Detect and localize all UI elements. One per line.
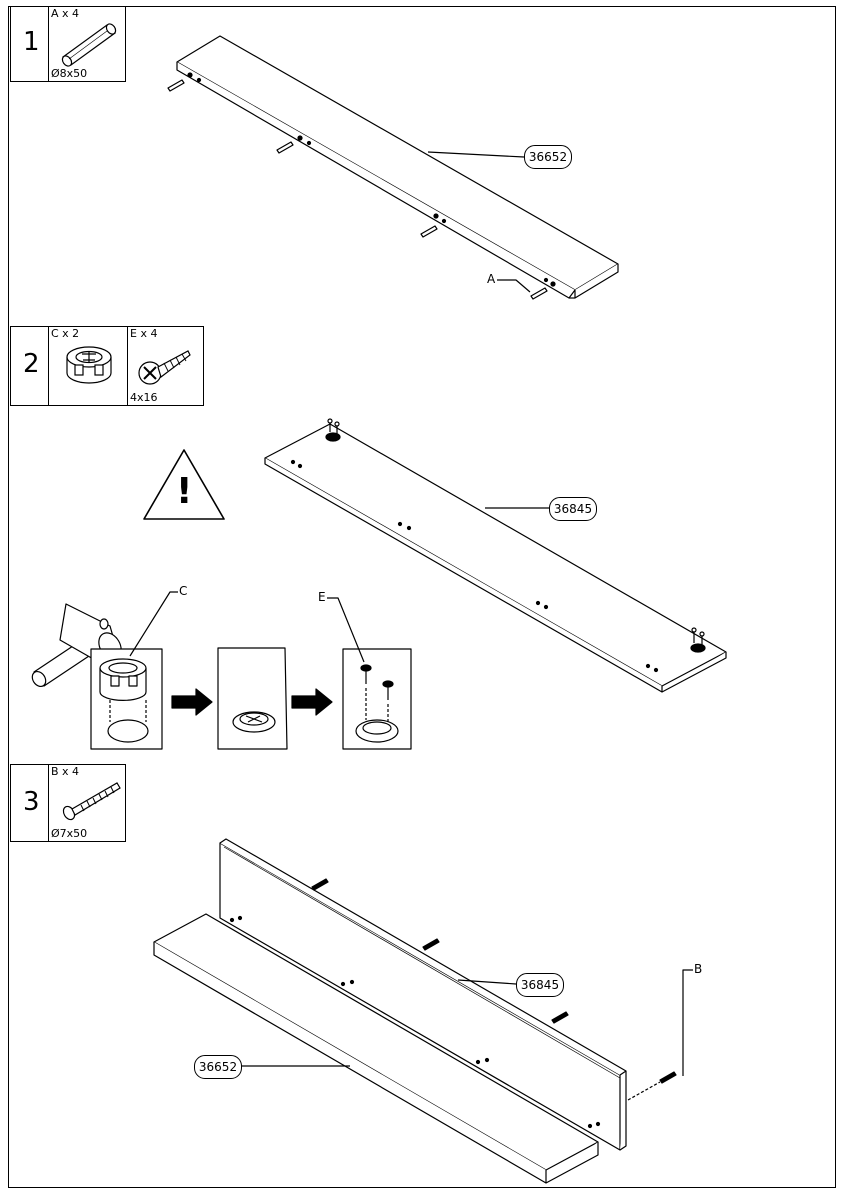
callout-step3-back-panel-text: 36845: [520, 978, 560, 992]
callout-step2-cam: C: [179, 584, 188, 598]
part-e-qty: E x 4: [130, 327, 158, 340]
step-2-header: 2 C x 2 E x 4 4x16: [10, 326, 204, 406]
callout-step1-panel: 36652: [524, 145, 572, 169]
step-3-header: 3 B x 4 Ø7x50: [10, 764, 126, 842]
cam-lock-icon: [66, 346, 112, 384]
callout-step1-panel-text: 36652: [528, 150, 568, 164]
warning-symbol: !: [176, 471, 193, 512]
callout-step3-shelf: 36652: [194, 1055, 242, 1079]
callout-step2-panel-text: 36845: [553, 502, 593, 516]
part-e-size: 4x16: [130, 391, 158, 404]
part-c-qty: C x 2: [51, 327, 80, 340]
part-e-cell: E x 4 4x16: [127, 327, 205, 405]
part-b-qty: B x 4: [51, 765, 80, 778]
step-2-number: 2: [23, 349, 40, 379]
callout-step2-screw: E: [318, 590, 326, 604]
part-a-cell: A x 4 Ø8x50: [48, 7, 127, 81]
bolt-icon: [62, 782, 121, 821]
callout-step3-back-panel: 36845: [516, 973, 564, 997]
callout-step2-panel: 36845: [549, 497, 597, 521]
part-b-size: Ø7x50: [51, 827, 88, 840]
step-1-number: 1: [23, 27, 40, 57]
instruction-page: [8, 6, 836, 1188]
dowel-icon: [61, 23, 117, 67]
step-1-header: 1 A x 4 Ø8x50: [10, 6, 126, 82]
screw-icon: [138, 350, 191, 385]
part-b-cell: B x 4 Ø7x50: [48, 765, 127, 841]
callout-step3-bolt: B: [694, 962, 703, 976]
part-a-qty: A x 4: [51, 7, 80, 20]
callout-step3-shelf-text: 36652: [198, 1060, 238, 1074]
part-a-size: Ø8x50: [51, 67, 88, 80]
callout-step1-dowel: A: [487, 272, 496, 286]
part-c-cell: C x 2: [48, 327, 127, 405]
step-3-number: 3: [23, 787, 40, 817]
